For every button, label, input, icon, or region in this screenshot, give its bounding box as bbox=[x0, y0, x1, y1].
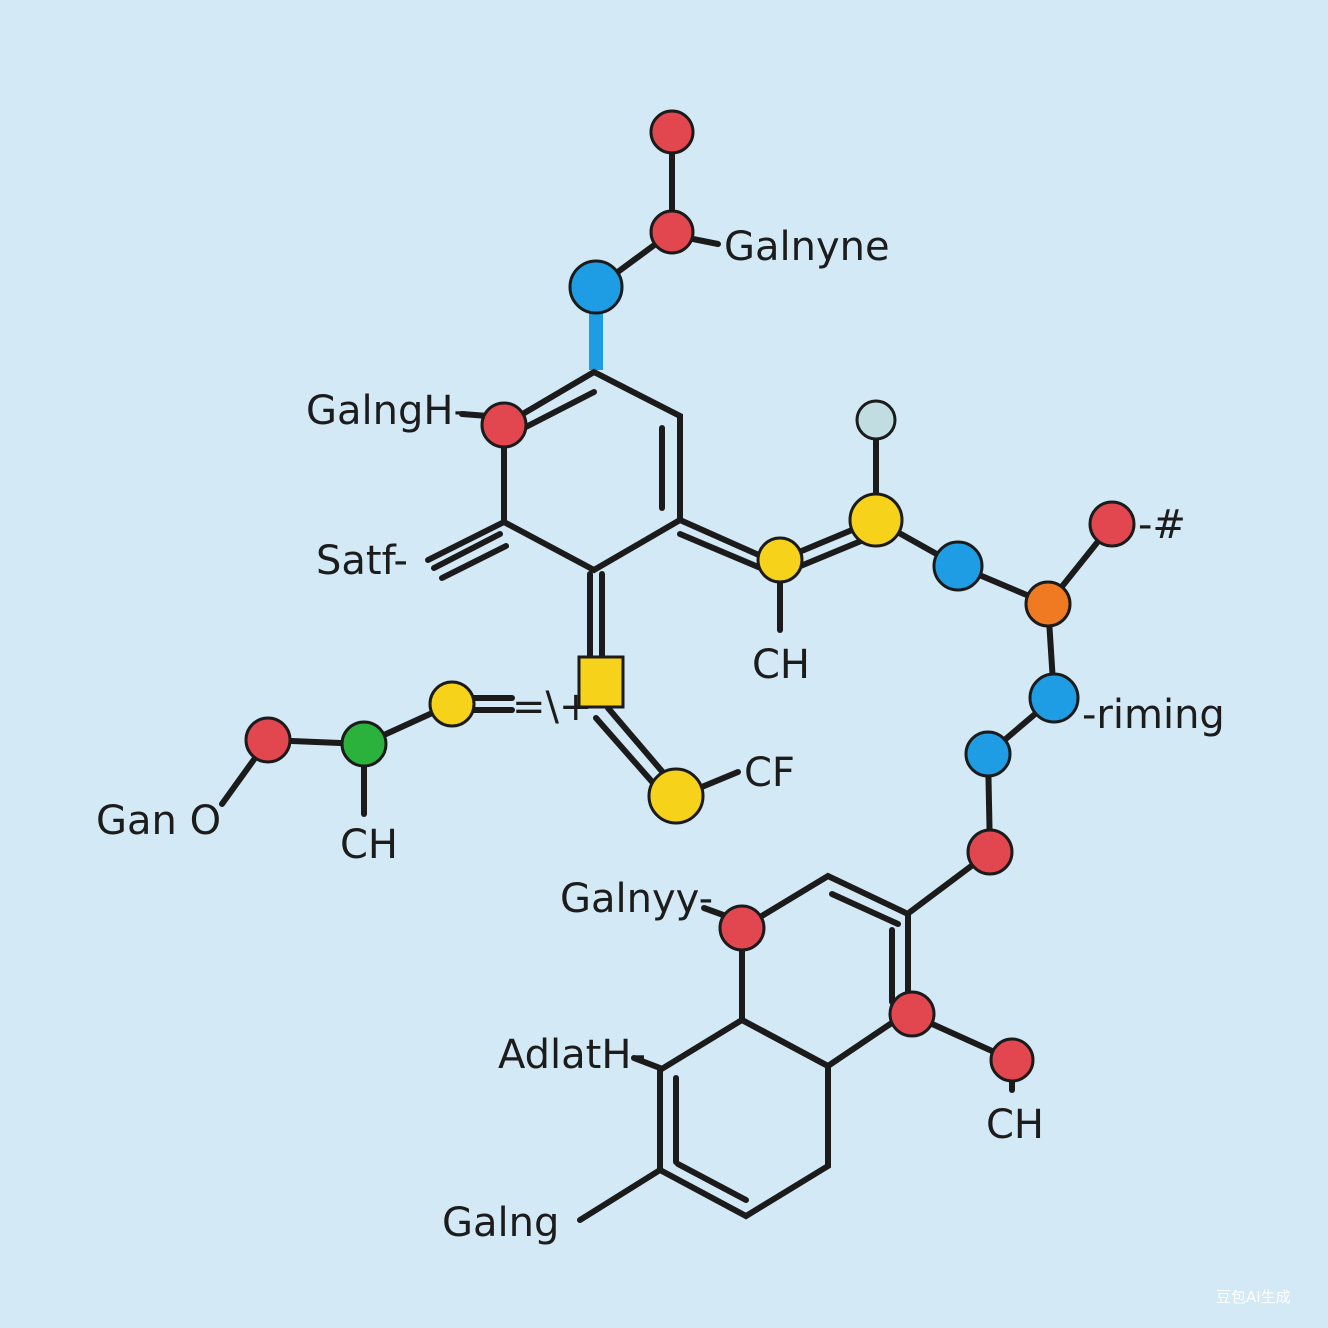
atom-pale bbox=[855, 399, 897, 441]
bond-right-b bbox=[677, 531, 773, 575]
bonds bbox=[219, 132, 1115, 1223]
atom-blue-top bbox=[568, 259, 624, 315]
atom-red-hash bbox=[1088, 500, 1136, 548]
label-adlath: AdlatH- bbox=[498, 1032, 646, 1078]
ring-lower-lower bbox=[657, 1016, 831, 1220]
atom-green bbox=[340, 720, 388, 768]
label-ch-left: CH bbox=[340, 822, 398, 868]
label-riming: -riming bbox=[1082, 692, 1225, 738]
atom-blue-riming bbox=[1028, 672, 1080, 724]
label-galng-bottom: Galng bbox=[442, 1200, 559, 1246]
ring-lower-lower-double-2 bbox=[675, 1161, 749, 1203]
bond-satf-2 bbox=[431, 531, 503, 571]
bond-sq-b bbox=[593, 715, 657, 787]
labels: Galnyne GalngH- Satf- CH -# -riming =\+ … bbox=[96, 224, 1225, 1246]
atom-red-galnyne bbox=[649, 209, 695, 255]
label-galngh-top: GalngH- bbox=[306, 388, 468, 434]
atom-red-top bbox=[649, 109, 695, 155]
atom-red-left bbox=[244, 716, 292, 764]
atoms bbox=[244, 109, 1136, 1083]
atom-yellow-square bbox=[577, 655, 625, 709]
label-hash-left: =\+ bbox=[512, 684, 593, 730]
atom-yellow-right-upper bbox=[848, 492, 904, 548]
atom-yellow-cf bbox=[647, 767, 705, 825]
bond-galng-bottom bbox=[577, 1167, 663, 1223]
atom-red-galnyy bbox=[718, 904, 766, 952]
atom-yellow-left bbox=[428, 680, 476, 728]
label-ch-center: CH bbox=[752, 642, 810, 688]
bond-satf-1 bbox=[425, 519, 507, 563]
atom-red-ring-lower bbox=[888, 990, 936, 1038]
ring-upper bbox=[501, 368, 683, 574]
bond-galnyy-dash bbox=[701, 905, 729, 919]
watermark: 豆包AI生成 bbox=[1216, 1288, 1291, 1306]
label-cf: CF bbox=[744, 750, 795, 796]
label-galnyy: Galnyy- bbox=[560, 876, 713, 922]
atom-yellow-right bbox=[756, 536, 804, 584]
label-gan-o: Gan O bbox=[96, 798, 221, 844]
atom-blue-chain-2 bbox=[964, 730, 1012, 778]
atom-red-chain bbox=[966, 828, 1014, 876]
bond-adlath-dash bbox=[631, 1055, 663, 1071]
ring-upper-double-1 bbox=[517, 389, 597, 433]
label-satf: Satf- bbox=[316, 538, 408, 584]
label-galnyne: Galnyne bbox=[724, 224, 890, 270]
bond-sq-a bbox=[605, 705, 669, 779]
atom-orange bbox=[1024, 580, 1072, 628]
ring-lower-upper bbox=[739, 872, 911, 1070]
atom-blue-chain-1 bbox=[932, 540, 984, 592]
bond-satf-3 bbox=[439, 543, 509, 581]
atom-red-ring bbox=[480, 401, 528, 449]
bond-right-a bbox=[677, 517, 773, 563]
atom-red-ch-bottom bbox=[989, 1037, 1035, 1083]
label-ch-bottom: CH bbox=[986, 1102, 1044, 1148]
ring-lower-upper-double-1 bbox=[829, 891, 901, 927]
label-hash-right: -# bbox=[1138, 502, 1186, 548]
